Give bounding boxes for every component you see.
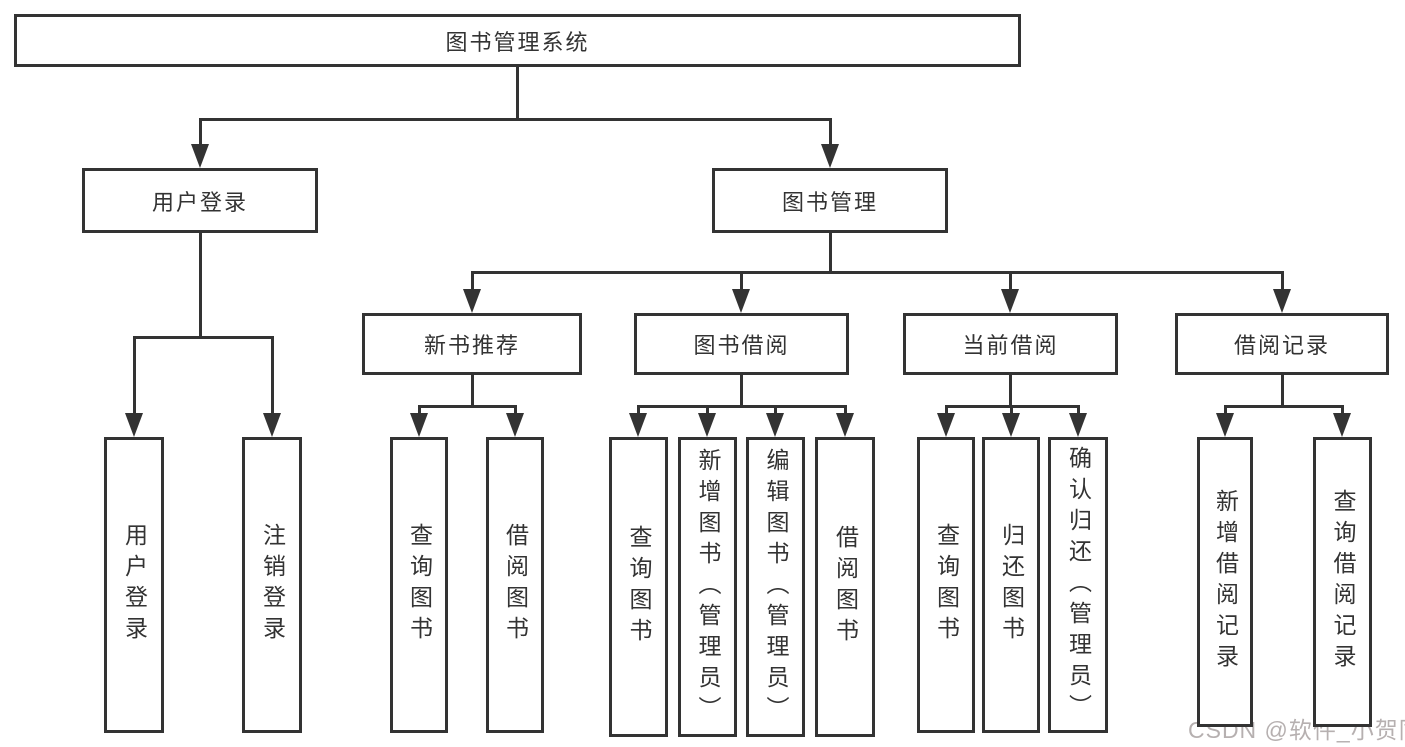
arrowhead-down-icon-user-login-branch-0 [125, 413, 143, 437]
connector-drop-book-management-branch-3 [1280, 271, 1284, 303]
node-label-root-system: 图书管理系统 [445, 29, 590, 55]
node-label-new-book-recommend: 新书推荐 [423, 333, 520, 358]
arrowhead-down-icon-current-branch-1 [1002, 413, 1020, 437]
node-label-leaf-query-borrow-record: 查询借阅记录 [1330, 489, 1356, 675]
node-label-leaf-add-books-admin: 新增图书（管理员） [695, 447, 721, 727]
node-leaf-borrow-books-recommend: 借阅图书 [486, 437, 544, 733]
connector-drop-user-login-branch-1 [270, 336, 274, 427]
connector-stem-user-login-branch [198, 233, 202, 339]
connector-bar-book-management-branch [470, 271, 1284, 274]
connector-drop-root-branch-0 [198, 118, 202, 158]
arrowhead-down-icon-borrowing-branch-3 [836, 413, 854, 437]
arrowhead-down-icon-borrowing-branch-0 [629, 413, 647, 437]
node-label-user-login-module: 用户登录 [151, 189, 248, 215]
node-leaf-borrow-books: 借阅图书 [815, 437, 875, 737]
arrowhead-down-icon-recommend-branch-1 [506, 413, 524, 437]
arrowhead-down-icon-user-login-branch-1 [263, 413, 281, 437]
connector-bar-recommend-branch [417, 405, 517, 408]
connector-drop-user-login-branch-0 [132, 336, 136, 427]
node-label-book-borrowing: 图书借阅 [693, 333, 790, 358]
connector-stem-current-branch [1008, 375, 1012, 408]
node-leaf-logout: 注销登录 [242, 437, 302, 733]
node-label-leaf-confirm-return-admin: 确认归还（管理员） [1065, 445, 1092, 725]
node-leaf-confirm-return-admin: 确认归还（管理员） [1048, 437, 1108, 733]
arrowhead-down-icon-borrowing-branch-2 [766, 413, 784, 437]
node-label-book-management-module: 图书管理 [781, 189, 878, 215]
arrowhead-down-icon-records-branch-0 [1216, 413, 1234, 437]
node-leaf-query-borrow-record: 查询借阅记录 [1313, 437, 1372, 727]
connector-drop-book-management-branch-2 [1008, 271, 1012, 303]
connector-bar-records-branch [1223, 405, 1344, 408]
node-label-borrowing-records: 借阅记录 [1233, 333, 1330, 358]
node-leaf-query-books-current: 查询图书 [917, 437, 975, 733]
arrowhead-down-icon-book-management-branch-0 [463, 289, 481, 313]
arrowhead-down-icon-records-branch-1 [1333, 413, 1351, 437]
node-root-system: 图书管理系统 [14, 14, 1021, 67]
node-book-borrowing: 图书借阅 [634, 313, 849, 375]
node-label-leaf-user-login: 用户登录 [121, 523, 148, 647]
node-new-book-recommend: 新书推荐 [362, 313, 582, 375]
connector-bar-user-login-branch [132, 336, 274, 339]
connector-stem-borrowing-branch [739, 375, 743, 408]
connector-stem-recommend-branch [470, 375, 474, 408]
connector-bar-root-branch [198, 118, 832, 121]
node-label-current-borrowing: 当前借阅 [962, 333, 1059, 358]
connector-stem-book-management-branch [828, 233, 832, 274]
node-user-login-module: 用户登录 [82, 168, 318, 233]
connector-stem-root-branch [515, 67, 519, 121]
node-label-leaf-return-books: 归还图书 [998, 523, 1025, 647]
connector-drop-book-management-branch-0 [470, 271, 474, 303]
arrowhead-down-icon-borrowing-branch-1 [698, 413, 716, 437]
node-leaf-query-books-recommend: 查询图书 [390, 437, 448, 733]
node-leaf-user-login: 用户登录 [104, 437, 164, 733]
connector-stem-records-branch [1280, 375, 1284, 408]
connector-drop-root-branch-1 [828, 118, 832, 158]
node-borrowing-records: 借阅记录 [1175, 313, 1389, 375]
connector-bar-borrowing-branch [636, 405, 847, 408]
arrowhead-down-icon-root-branch-0 [191, 144, 209, 168]
node-label-leaf-query-books-borrow: 查询图书 [626, 525, 652, 649]
node-leaf-add-borrow-record: 新增借阅记录 [1197, 437, 1253, 727]
node-current-borrowing: 当前借阅 [903, 313, 1118, 375]
node-label-leaf-borrow-books-recommend: 借阅图书 [502, 523, 529, 647]
arrowhead-down-icon-recommend-branch-0 [410, 413, 428, 437]
node-leaf-add-books-admin: 新增图书（管理员） [678, 437, 737, 737]
node-label-leaf-query-books-current: 查询图书 [933, 523, 960, 647]
arrowhead-down-icon-book-management-branch-3 [1273, 289, 1291, 313]
node-label-leaf-edit-books-admin: 编辑图书（管理员） [763, 447, 789, 727]
node-book-management-module: 图书管理 [712, 168, 948, 233]
node-label-leaf-logout: 注销登录 [259, 523, 286, 647]
arrowhead-down-icon-root-branch-1 [821, 144, 839, 168]
arrowhead-down-icon-current-branch-0 [937, 413, 955, 437]
node-leaf-query-books-borrow: 查询图书 [609, 437, 668, 737]
node-label-leaf-borrow-books: 借阅图书 [832, 525, 859, 649]
node-leaf-edit-books-admin: 编辑图书（管理员） [746, 437, 805, 737]
node-label-leaf-add-borrow-record: 新增借阅记录 [1212, 489, 1239, 675]
arrowhead-down-icon-book-management-branch-1 [732, 289, 750, 313]
connector-drop-book-management-branch-1 [739, 271, 743, 303]
node-leaf-return-books: 归还图书 [982, 437, 1040, 733]
node-label-leaf-query-books-recommend: 查询图书 [406, 523, 433, 647]
arrowhead-down-icon-book-management-branch-2 [1001, 289, 1019, 313]
arrowhead-down-icon-current-branch-2 [1069, 413, 1087, 437]
